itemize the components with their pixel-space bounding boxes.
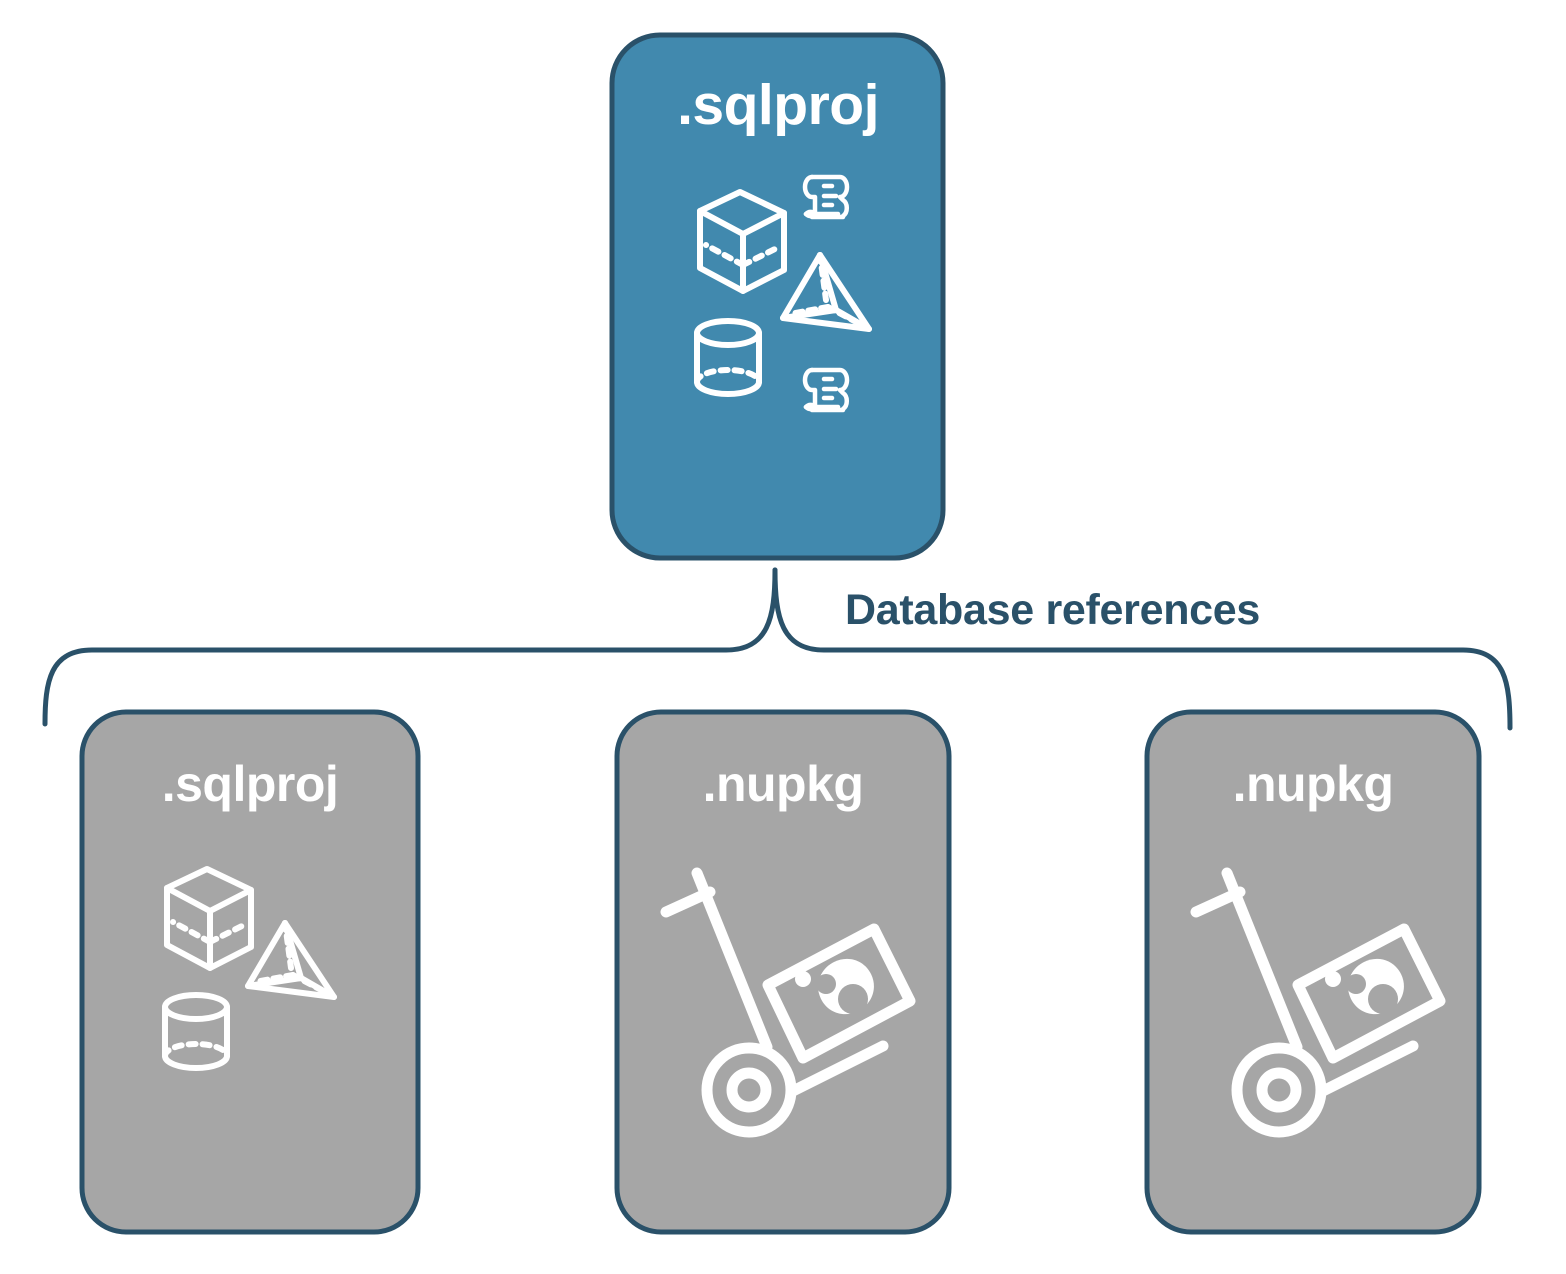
reference-node-nupkg-1[interactable]	[614, 709, 952, 1235]
reference-node-box[interactable]	[79, 709, 421, 1235]
reference-node-nupkg-2[interactable]	[1144, 709, 1482, 1235]
root-node-label: .sqlproj	[677, 73, 879, 137]
cube-icon	[697, 189, 787, 294]
hand-truck-package-icon	[1190, 867, 1446, 1138]
reference-node-label: .sqlproj	[161, 756, 339, 812]
cylinder-icon	[162, 992, 230, 1071]
nuget-package-holes	[816, 974, 868, 1014]
reference-node-sqlproj[interactable]	[79, 709, 421, 1235]
cube-icon	[164, 866, 254, 971]
database-references-brace	[42, 567, 1513, 731]
database-references-label: Database references	[845, 586, 1260, 634]
nuget-package-holes	[1346, 974, 1398, 1014]
hand-truck-package-icon	[660, 867, 916, 1138]
reference-node-label: .nupkg	[1232, 756, 1394, 812]
reference-node-label: .nupkg	[702, 756, 864, 812]
cylinder-icon	[694, 318, 762, 397]
root-node-sqlproj[interactable]	[609, 32, 946, 561]
pyramid-icon	[780, 252, 872, 332]
root-node-box[interactable]	[609, 32, 946, 561]
pyramid-icon	[245, 920, 337, 1000]
script-scroll-icon	[802, 367, 850, 413]
script-scroll-icon	[802, 174, 850, 220]
